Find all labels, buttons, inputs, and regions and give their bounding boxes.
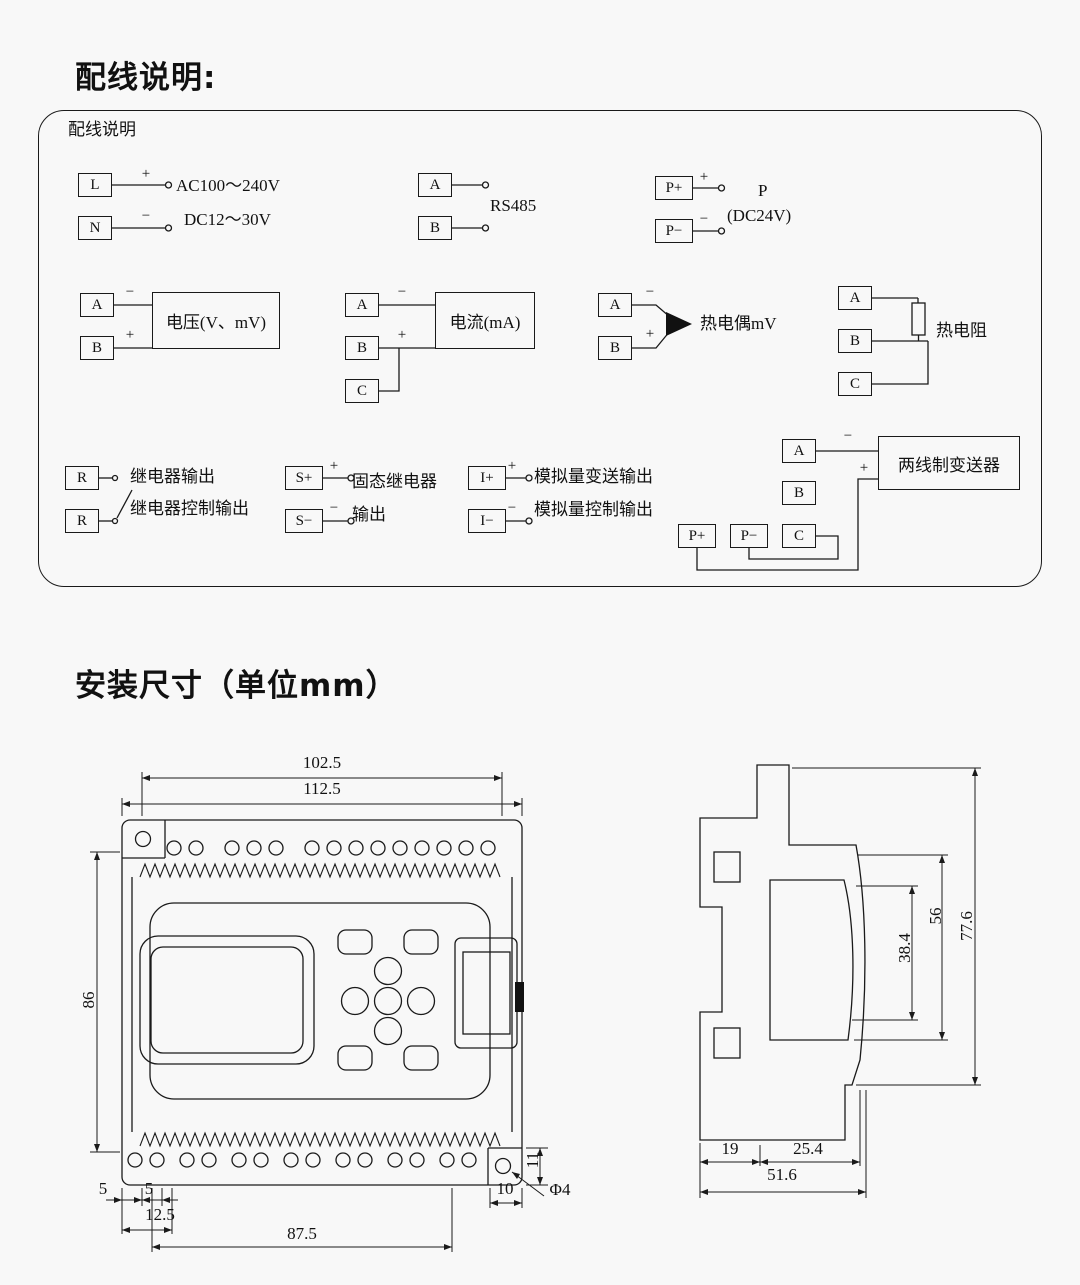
relay-output-label: 继电器输出: [130, 467, 215, 486]
plus-sign: +: [397, 327, 407, 343]
terminal-p-plus: P+: [655, 176, 693, 200]
wiring-lines: [99, 181, 929, 571]
dimension-arrows: [94, 768, 978, 1250]
wiring-panel: [38, 110, 1042, 587]
terminal-current-a: A: [345, 293, 379, 317]
dim-depth-51-6: 51.6: [767, 1165, 797, 1184]
dim-span-87-5: 87.5: [287, 1224, 317, 1243]
terminal-rtd-c: C: [838, 372, 872, 396]
plus-sign: +: [141, 166, 151, 182]
minus-sign: −: [843, 428, 853, 444]
minus-sign: −: [329, 500, 339, 516]
terminal-xmit-a: A: [782, 439, 816, 463]
rs485-label: RS485: [490, 196, 537, 215]
dim-edge-5: 5: [98, 1179, 108, 1198]
plus-sign: +: [645, 326, 655, 342]
minus-sign: −: [397, 284, 407, 300]
terminal-voltage-a: A: [80, 293, 114, 317]
terminal-ssr-plus: S+: [285, 466, 323, 490]
terminal-xmit-p-plus: P+: [678, 524, 716, 548]
minus-sign: −: [141, 208, 151, 224]
plus-sign: +: [699, 169, 709, 185]
dim-hole-dia: Φ4: [549, 1180, 571, 1199]
dimension-lines: [90, 767, 981, 1252]
p24-label: P: [758, 181, 768, 200]
wiring-panel-title: 配线说明: [68, 120, 136, 139]
dim-outer-width: 112.5: [303, 779, 341, 798]
install-title: 安装尺寸（单位mm）: [75, 668, 398, 704]
terminal-tc-a: A: [598, 293, 632, 317]
terminal-power-n: N: [78, 216, 112, 240]
voltage-input-box: 电压(V、mV): [152, 292, 280, 349]
dim-height-86: 86: [79, 991, 98, 1009]
terminal-ssr-minus: S−: [285, 509, 323, 533]
dim-ear-10: 10: [496, 1179, 514, 1198]
analog-transmit-label: 模拟量变送输出: [534, 467, 653, 486]
dim-front-56: 56: [926, 907, 945, 925]
analog-control-label: 模拟量控制输出: [534, 500, 653, 519]
dim-back-19: 19: [721, 1139, 739, 1158]
terminal-voltage-b: B: [80, 336, 114, 360]
terminal-rtd-b: B: [838, 329, 872, 353]
plus-sign: +: [125, 327, 135, 343]
power-ac-label: AC100～240V: [176, 176, 280, 195]
relay-control-label: 继电器控制输出: [130, 499, 249, 518]
terminal-p-minus: P−: [655, 219, 693, 243]
terminal-tc-b: B: [598, 336, 632, 360]
terminal-xmit-b: B: [782, 481, 816, 505]
dim-mid-25-4: 25.4: [793, 1139, 823, 1158]
plus-sign: +: [329, 458, 339, 474]
minus-sign: −: [125, 284, 135, 300]
terminal-rs485-b: B: [418, 216, 452, 240]
terminal-xmit-p-minus: P−: [730, 524, 768, 548]
current-input-box: 电流(mA): [435, 292, 535, 349]
dim-offset-12-5: 12.5: [145, 1205, 175, 1224]
terminal-relay-r2: R: [65, 509, 99, 533]
plus-sign: +: [507, 458, 517, 474]
transmitter-box: 两线制变送器: [878, 436, 1020, 490]
minus-sign: −: [507, 500, 517, 516]
terminal-power-l: L: [78, 173, 112, 197]
dim-gap-5: 5: [144, 1179, 154, 1198]
ssr-label-line1: 固态继电器: [352, 472, 437, 491]
ssr-label-line2: 输出: [352, 505, 386, 524]
terminal-relay-r1: R: [65, 466, 99, 490]
rtd-label: 热电阻: [936, 321, 987, 340]
front-view-drawing: [121, 819, 524, 1186]
terminal-analog-minus: I−: [468, 509, 506, 533]
terminal-xmit-c: C: [782, 524, 816, 548]
dim-panel-38-4: 38.4: [895, 933, 914, 963]
page-title: 配线说明:: [75, 60, 217, 96]
dim-total-77-6: 77.6: [957, 911, 976, 941]
terminal-rtd-a: A: [838, 286, 872, 310]
terminal-analog-plus: I+: [468, 466, 506, 490]
side-view-drawing: [699, 764, 866, 1141]
terminal-current-b: B: [345, 336, 379, 360]
power-dc-label: DC12～30V: [184, 210, 271, 229]
dim-inner-width: 102.5: [302, 753, 342, 772]
plus-sign: +: [859, 460, 869, 476]
minus-sign: −: [645, 284, 655, 300]
p24-sub-label: (DC24V): [727, 206, 792, 225]
terminal-current-c: C: [345, 379, 379, 403]
minus-sign: −: [699, 211, 709, 227]
thermocouple-label: 热电偶mV: [700, 314, 777, 333]
dim-ear-11: 11: [523, 1151, 542, 1169]
terminal-rs485-a: A: [418, 173, 452, 197]
